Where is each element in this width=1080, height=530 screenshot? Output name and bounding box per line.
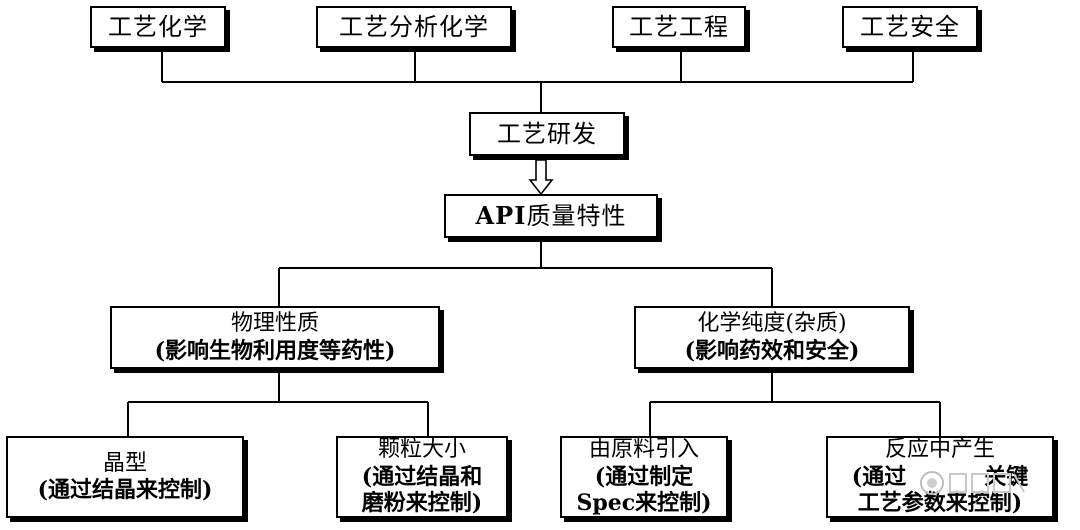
box-line-3: 磨粉来控制) bbox=[361, 490, 483, 517]
box-line-3: 工艺参数来控制) bbox=[857, 490, 1023, 517]
box-chemical-purity: 化学纯度(杂质) (影响药效和安全) bbox=[634, 306, 910, 369]
api-text: API bbox=[475, 200, 527, 230]
box-line-2: (通过制定 bbox=[594, 463, 694, 490]
box-line-2: (通过结晶和 bbox=[361, 463, 483, 490]
box-physical-properties: 物理性质 (影响生物利用度等药性) bbox=[110, 306, 440, 369]
box-crystal-form: 晶型 (通过结晶来控制) bbox=[6, 436, 244, 518]
box-label: 工艺安全 bbox=[860, 12, 960, 41]
box-line-1: 颗粒大小 bbox=[377, 437, 466, 463]
box-process-chemistry: 工艺化学 bbox=[90, 6, 226, 48]
box-raw-material: 由原料引入 (通过制定 Spec来控制) bbox=[560, 436, 728, 518]
box-process-development: 工艺研发 bbox=[469, 112, 625, 156]
box-process-analytical-chemistry: 工艺分析化学 bbox=[316, 6, 512, 48]
box-api-quality-attributes: API质量特性 bbox=[444, 194, 658, 238]
box-line-1: 由原料引入 bbox=[588, 437, 699, 463]
box-line-2: (影响药效和安全) bbox=[684, 337, 860, 364]
box-particle-size: 颗粒大小 (通过结晶和 磨粉来控制) bbox=[336, 436, 508, 518]
quality-text: 质量特性 bbox=[526, 201, 627, 230]
box-process-engineering: 工艺工程 bbox=[612, 6, 746, 48]
box-line-1: 物理性质 bbox=[230, 311, 319, 337]
box-line-3: Spec来控制) bbox=[576, 490, 711, 516]
box-line-1: 反应中产生 bbox=[884, 437, 995, 463]
box-label: 工艺工程 bbox=[629, 12, 729, 41]
box-line-2: (影响生物利用度等药性) bbox=[154, 337, 396, 364]
box-process-safety: 工艺安全 bbox=[842, 6, 978, 48]
box-label: 工艺化学 bbox=[108, 12, 208, 41]
box-line-1: 晶型 bbox=[102, 450, 147, 476]
box-line-2: (通过结晶来控制) bbox=[37, 477, 213, 503]
box-line-1: 化学纯度(杂质) bbox=[697, 311, 847, 337]
box-label: 工艺分析化学 bbox=[339, 12, 489, 41]
line2-head: (通过 bbox=[851, 463, 907, 490]
down-arrow-icon bbox=[528, 159, 554, 196]
spec-text: Spec bbox=[576, 490, 636, 517]
watermark-logo bbox=[920, 471, 1025, 495]
box-label: 工艺研发 bbox=[497, 119, 597, 148]
control-text: 来控制) bbox=[635, 490, 712, 517]
box-reaction-generated: 反应中产生 (通过关键 工艺参数来控制) bbox=[826, 436, 1054, 518]
box-label: API质量特性 bbox=[475, 200, 627, 231]
